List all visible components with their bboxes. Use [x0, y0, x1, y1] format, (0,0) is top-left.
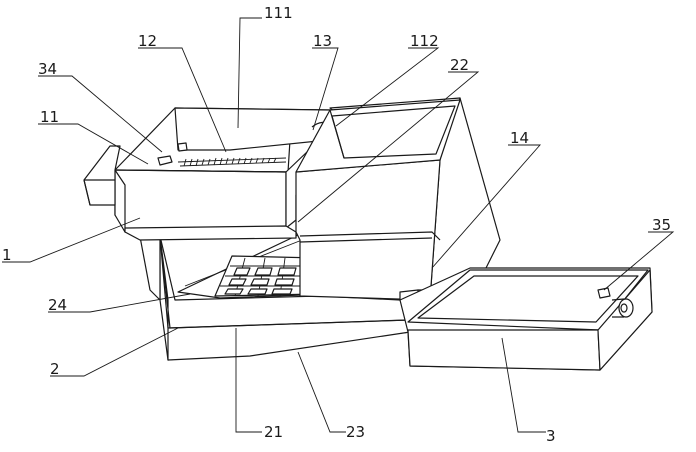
label-11: 11: [40, 108, 59, 126]
label-35: 35: [652, 216, 671, 234]
label-13: 13: [313, 32, 332, 50]
right-tower-14: [295, 97, 501, 311]
label-23: 23: [346, 423, 365, 441]
leader-lines: [2, 17, 675, 433]
label-1: 1: [2, 246, 12, 264]
filter-grid-24: [214, 255, 319, 297]
label-2: 2: [50, 360, 60, 378]
label-21: 21: [264, 423, 283, 441]
label-3: 3: [546, 427, 556, 445]
upper-tank-1: [83, 107, 331, 241]
reference-labels: 111 12 13 112 34 22 11 14 35 1 24 2 21 2…: [2, 4, 671, 445]
label-14: 14: [510, 129, 529, 147]
label-12: 12: [138, 32, 157, 50]
label-112: 112: [410, 32, 439, 50]
drawer-3: [399, 267, 653, 371]
label-24: 24: [48, 296, 67, 314]
label-34: 34: [38, 60, 57, 78]
label-22: 22: [450, 56, 469, 74]
label-111: 111: [264, 4, 293, 22]
